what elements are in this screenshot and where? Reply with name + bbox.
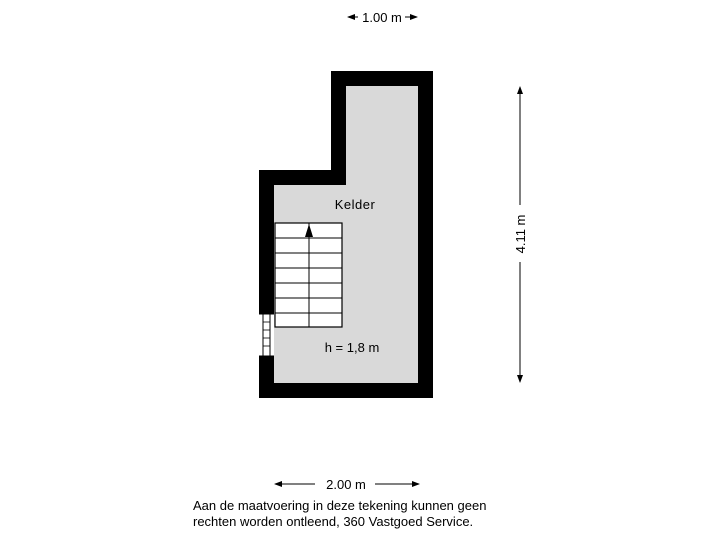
window-opening (259, 313, 274, 357)
dimension-right: 4.11 m (513, 86, 528, 383)
dimension-right-label: 4.11 m (513, 215, 528, 254)
disclaimer-line-1: Aan de maatvoering in deze tekening kunn… (193, 498, 487, 513)
dimension-bottom: 2.00 m (274, 477, 420, 492)
dimension-top: 1.00 m (347, 10, 418, 25)
dimension-bottom-label: 2.00 m (326, 477, 366, 492)
disclaimer: Aan de maatvoering in deze tekening kunn… (193, 498, 593, 530)
staircase (274, 222, 343, 328)
room-name: Kelder (335, 197, 376, 212)
dimension-top-label: 1.00 m (362, 10, 402, 25)
room-height: h = 1,8 m (325, 340, 380, 355)
stair-direction-arrow-icon (305, 224, 313, 237)
disclaimer-line-2: rechten worden ontleend, 360 Vastgoed Se… (193, 514, 474, 529)
